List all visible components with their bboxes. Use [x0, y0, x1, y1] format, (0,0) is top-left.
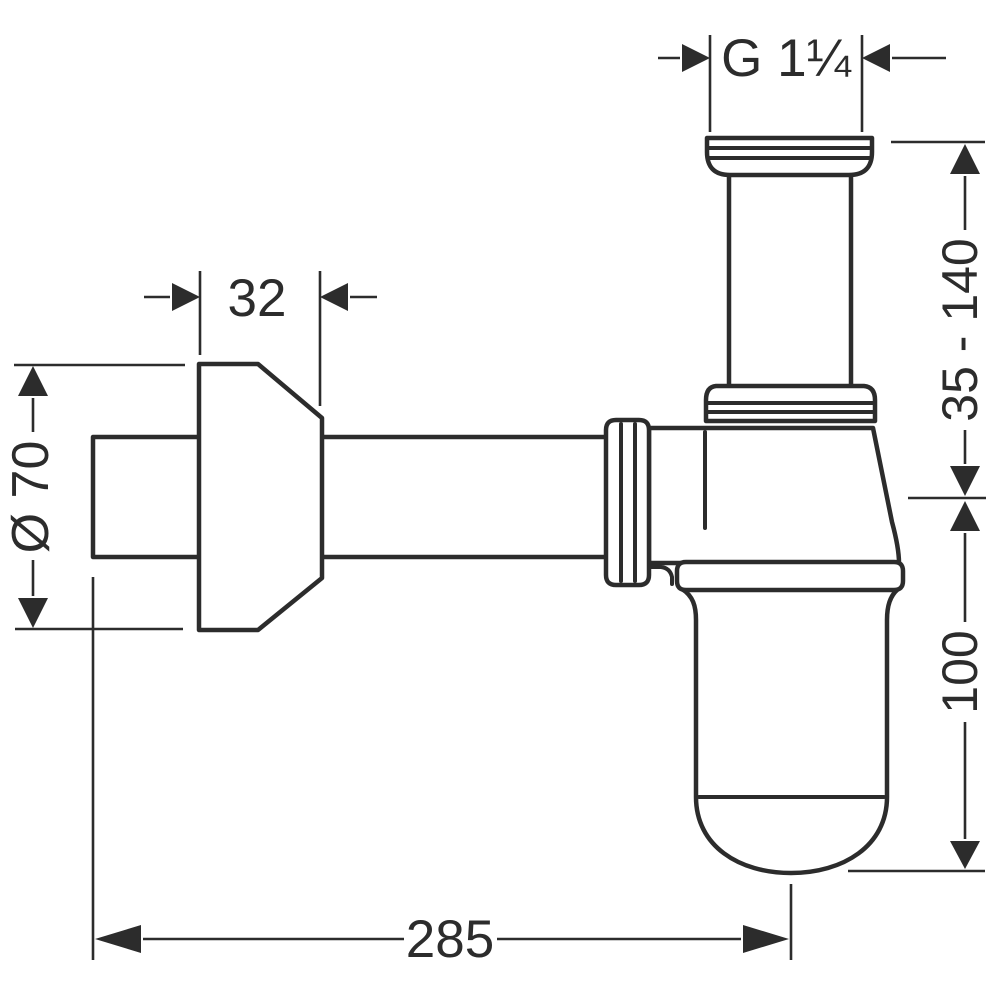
- arrowhead-up: [950, 501, 980, 531]
- dimension-depth-label: 285: [406, 910, 494, 969]
- dimension-diameter: Ø 70: [2, 363, 185, 631]
- arrowhead-down: [18, 598, 48, 628]
- arrowhead-left: [95, 925, 141, 953]
- dimension-thread-label: G 1¼: [721, 29, 851, 88]
- compression-nut: [603, 417, 652, 588]
- dimension-adjust-range-label: 35 - 140: [932, 238, 988, 421]
- dimension-diameter-label: Ø 70: [2, 441, 60, 554]
- horizontal-pipe: [90, 434, 621, 560]
- dimension-thread: G 1¼: [658, 29, 946, 132]
- dimension-adjust-range: 35 - 140: [891, 140, 988, 500]
- trap-housing-step: [647, 565, 674, 586]
- dimension-offset-label: 32: [228, 269, 287, 328]
- cup-flange: [674, 559, 906, 593]
- arrowhead-right: [682, 44, 710, 72]
- arrowhead-left: [862, 44, 890, 72]
- arrowhead-down: [950, 466, 980, 496]
- dimension-cup-height: 100: [848, 501, 988, 873]
- trap-housing: [646, 425, 902, 566]
- arrowhead-down: [950, 841, 980, 869]
- wall-escutcheon: [196, 361, 325, 633]
- trap-cup: [679, 586, 901, 876]
- arrowhead-left: [320, 283, 348, 311]
- arrowhead-up: [18, 366, 48, 396]
- inlet-pipe: [726, 147, 854, 401]
- dimension-cup-height-label: 100: [932, 630, 988, 713]
- dimension-offset: 32: [144, 269, 377, 406]
- arrowhead-right: [743, 925, 789, 953]
- trap-assembly: [90, 135, 906, 876]
- arrowhead-right: [172, 283, 200, 311]
- dimension-depth: 285: [91, 577, 793, 969]
- arrowhead-up: [950, 144, 980, 174]
